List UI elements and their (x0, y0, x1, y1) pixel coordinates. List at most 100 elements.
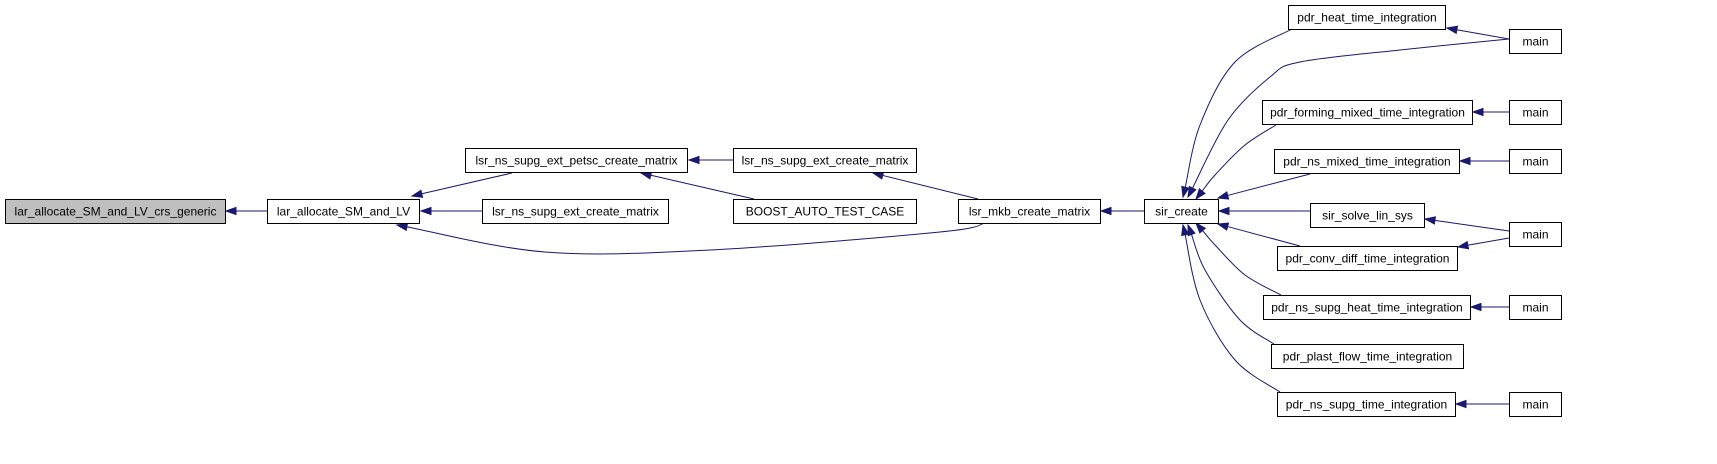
arrowhead (1454, 399, 1467, 409)
node-label: lsr_ns_supg_ext_create_matrix (492, 205, 659, 219)
edge-line (1184, 28, 1293, 189)
node-label: lsr_ns_supg_ext_petsc_create_matrix (475, 154, 677, 168)
node-box (1262, 100, 1473, 125)
node-main4[interactable]: main (1509, 222, 1562, 247)
edge-line (649, 174, 755, 200)
node-alloc[interactable]: lar_allocate_SM_and_LV (267, 199, 420, 224)
node-box (5, 199, 226, 224)
edge-nssupg-to-sir (1181, 223, 1281, 393)
node-box (1509, 222, 1562, 247)
edge-line (405, 222, 986, 255)
node-main1[interactable]: main (1509, 29, 1562, 54)
arrowhead (1458, 156, 1471, 166)
arrowhead (419, 206, 432, 216)
node-main2[interactable]: main (1509, 100, 1562, 125)
edge-line (1226, 225, 1301, 247)
node-label: lar_allocate_SM_and_LV_crs_generic (15, 205, 217, 219)
node-label: lsr_mkb_create_matrix (969, 205, 1090, 219)
node-label: lsr_ns_supg_ext_create_matrix (742, 154, 909, 168)
node-nsmixed[interactable]: pdr_ns_mixed_time_integration (1274, 149, 1460, 174)
edge-line (1466, 237, 1510, 246)
node-main6[interactable]: main (1509, 392, 1562, 417)
node-label: pdr_heat_time_integration (1297, 11, 1436, 25)
edge-line (1201, 124, 1277, 193)
arrowhead (1445, 25, 1459, 35)
edge-line (1433, 219, 1510, 232)
edge-ext2-to-alloc (419, 206, 482, 216)
edge-mkb-to-ext1 (871, 171, 979, 200)
node-nssupgheat[interactable]: pdr_ns_supg_heat_time_integration (1263, 295, 1471, 320)
edge-main1-to-heat (1445, 25, 1510, 40)
arrowhead (1187, 185, 1197, 199)
edge-line (881, 174, 979, 200)
edge-line (1184, 233, 1281, 393)
arrowhead (1195, 188, 1206, 201)
node-mkb[interactable]: lsr_mkb_create_matrix (958, 199, 1101, 224)
node-sir[interactable]: sir_create (1144, 199, 1219, 224)
node-ext2[interactable]: lsr_ns_supg_ext_create_matrix (482, 199, 669, 224)
arrowhead (1456, 240, 1470, 250)
node-label: sir_solve_lin_sys (1322, 209, 1413, 223)
node-petsc[interactable]: lsr_ns_supg_ext_petsc_create_matrix (465, 148, 688, 173)
edge-main1-to-sir (1187, 38, 1510, 199)
edges-layer (224, 25, 1510, 409)
node-label: pdr_plast_flow_time_integration (1283, 350, 1452, 364)
arrowhead (1181, 223, 1190, 237)
node-box (465, 148, 688, 173)
node-main5[interactable]: main (1509, 295, 1562, 320)
edge-line (1201, 229, 1282, 296)
arrowhead (1195, 221, 1207, 234)
node-label: main (1522, 228, 1548, 242)
node-box (1509, 295, 1562, 320)
node-box (1509, 100, 1562, 125)
arrowhead (410, 189, 424, 198)
node-plast[interactable]: pdr_plast_flow_time_integration (1271, 344, 1464, 369)
node-label: main (1522, 301, 1548, 315)
arrowhead (1469, 302, 1482, 312)
node-heat[interactable]: pdr_heat_time_integration (1288, 5, 1446, 30)
node-label: pdr_conv_diff_time_integration (1286, 252, 1450, 266)
node-label: pdr_forming_mixed_time_integration (1270, 106, 1465, 120)
node-label: main (1522, 106, 1548, 120)
arrowhead (1216, 222, 1230, 231)
arrowhead (224, 206, 237, 216)
edge-main4-to-convdiff (1456, 237, 1510, 250)
node-box (1509, 29, 1562, 54)
edge-line (420, 172, 513, 195)
edge-ext1-to-petsc (687, 155, 733, 165)
edge-line (1190, 233, 1275, 345)
node-box (267, 199, 420, 224)
node-boost[interactable]: BOOST_AUTO_TEST_CASE (733, 199, 917, 224)
edge-petsc-to-alloc (410, 172, 513, 198)
node-box (1277, 246, 1458, 271)
edge-line (1226, 173, 1311, 197)
node-forming[interactable]: pdr_forming_mixed_time_integration (1262, 100, 1473, 125)
node-box (1288, 5, 1446, 30)
node-label: pdr_ns_supg_heat_time_integration (1271, 301, 1462, 315)
node-convdiff[interactable]: pdr_conv_diff_time_integration (1277, 246, 1458, 271)
node-box (1274, 149, 1460, 174)
edge-line (1455, 29, 1510, 40)
node-box (733, 148, 917, 173)
node-root: lar_allocate_SM_and_LV_crs_generic (5, 199, 226, 224)
arrowhead (1181, 185, 1190, 199)
arrowhead (687, 155, 700, 165)
edge-main3-to-nsmixed (1458, 156, 1509, 166)
node-box (733, 199, 917, 224)
node-main3[interactable]: main (1509, 149, 1562, 174)
edge-nssupgheat-to-sir (1195, 221, 1282, 296)
nodes-layer: lar_allocate_SM_and_LV_crs_generic lar_al… (5, 5, 1562, 417)
node-label: sir_create (1155, 205, 1208, 219)
arrowhead (1099, 206, 1112, 216)
node-box (1271, 344, 1464, 369)
node-ext1[interactable]: lsr_ns_supg_ext_create_matrix (733, 148, 917, 173)
edge-line (1191, 38, 1510, 190)
edge-sir-to-mkb (1099, 206, 1144, 216)
edge-solve-to-sir (1217, 206, 1310, 216)
edge-main6-to-nssupg (1454, 399, 1509, 409)
edge-convdiff-to-sir (1216, 222, 1301, 247)
node-nssupg[interactable]: pdr_ns_supg_time_integration (1277, 392, 1456, 417)
node-label: BOOST_AUTO_TEST_CASE (746, 205, 905, 219)
node-solve[interactable]: sir_solve_lin_sys (1310, 203, 1425, 228)
